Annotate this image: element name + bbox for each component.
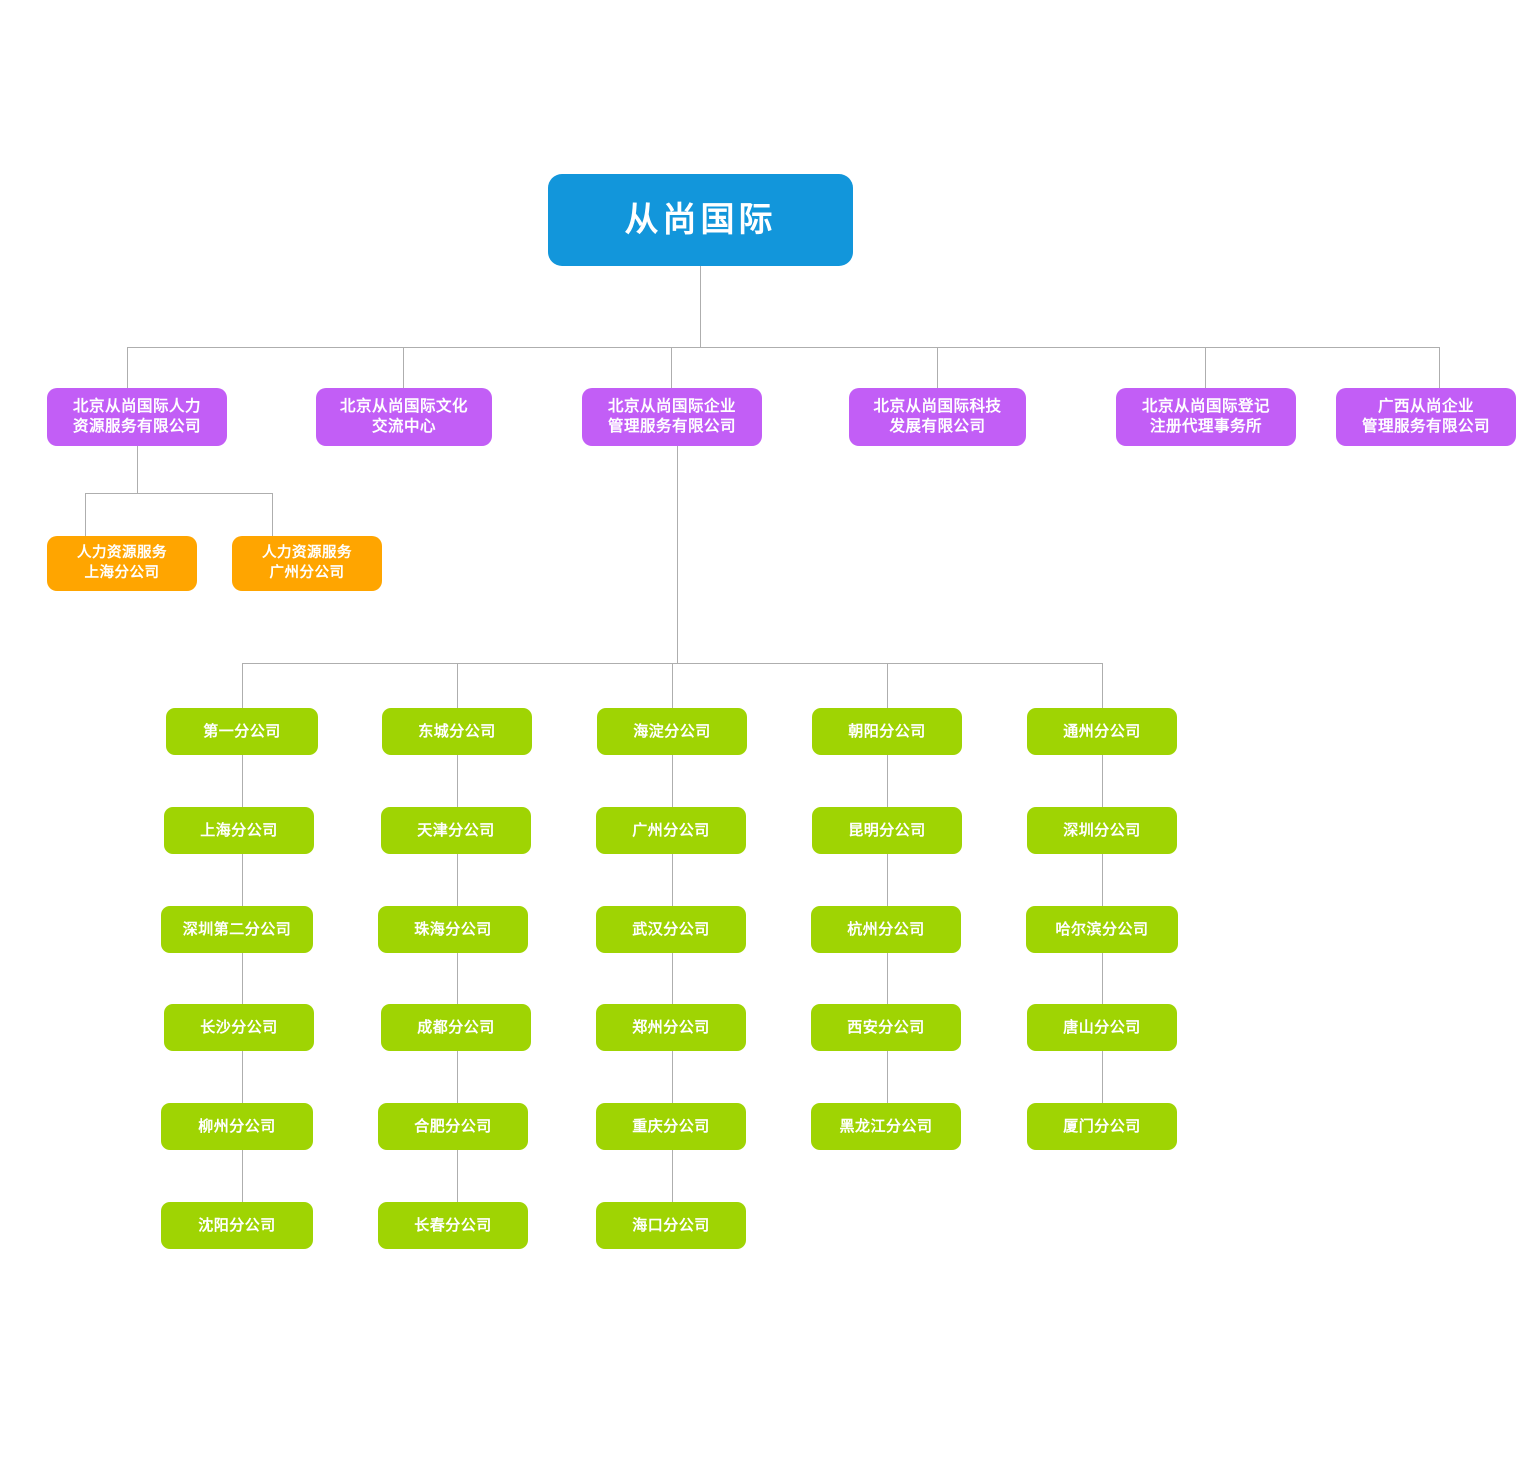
branch-node-c4-r3[interactable]: 唐山分公司 (1027, 1004, 1177, 1051)
branch-node-c0-r2[interactable]: 深圳第二分公司 (161, 906, 313, 953)
branch-node-c1-r2[interactable]: 珠海分公司 (378, 906, 528, 953)
branch-node-c3-r1[interactable]: 昆明分公司 (812, 807, 962, 854)
level1-node-guangxi-enterprise[interactable]: 广西从尚企业 管理服务有限公司 (1336, 388, 1516, 446)
branch-node-c0-r3[interactable]: 长沙分公司 (164, 1004, 314, 1051)
branch-node-c0-r0[interactable]: 第一分公司 (166, 708, 318, 755)
branch-node-c3-r4[interactable]: 黑龙江分公司 (811, 1103, 961, 1150)
connector-branch-spine-3 (887, 663, 888, 1111)
connector-branch-spine-4 (1102, 663, 1103, 1111)
level2-node-hr-guangzhou-branch[interactable]: 人力资源服务 广州分公司 (232, 536, 382, 591)
branch-node-c1-r3[interactable]: 成都分公司 (381, 1004, 531, 1051)
level1-node-culture-exchange[interactable]: 北京从尚国际文化 交流中心 (316, 388, 492, 446)
connector-level1-drop-1 (403, 347, 404, 388)
branch-node-c2-r4[interactable]: 重庆分公司 (596, 1103, 746, 1150)
connector-hr-drop-1 (272, 493, 273, 536)
branch-node-c4-r0[interactable]: 通州分公司 (1027, 708, 1177, 755)
level1-node-enterprise-management[interactable]: 北京从尚国际企业 管理服务有限公司 (582, 388, 762, 446)
branch-node-c3-r2[interactable]: 杭州分公司 (811, 906, 961, 953)
connector-root-drop (700, 266, 701, 347)
branch-node-c1-r1[interactable]: 天津分公司 (381, 807, 531, 854)
branch-node-c1-r4[interactable]: 合肥分公司 (378, 1103, 528, 1150)
branch-node-c4-r2[interactable]: 哈尔滨分公司 (1026, 906, 1178, 953)
branch-node-c2-r0[interactable]: 海淀分公司 (597, 708, 747, 755)
connector-level1-drop-2 (671, 347, 672, 388)
branch-node-c0-r4[interactable]: 柳州分公司 (161, 1103, 313, 1150)
connector-hr-drop (137, 446, 138, 493)
connector-level1-drop-0 (127, 347, 128, 388)
branch-node-c0-r5[interactable]: 沈阳分公司 (161, 1202, 313, 1249)
branch-node-c2-r3[interactable]: 郑州分公司 (596, 1004, 746, 1051)
branch-node-c3-r3[interactable]: 西安分公司 (811, 1004, 961, 1051)
level1-node-technology-development[interactable]: 北京从尚国际科技 发展有限公司 (849, 388, 1026, 446)
branch-node-c1-r5[interactable]: 长春分公司 (378, 1202, 528, 1249)
root-node-congshang-international[interactable]: 从尚国际 (548, 174, 853, 266)
connector-hr-drop-0 (85, 493, 86, 536)
connector-level1-drop-5 (1439, 347, 1440, 388)
connector-level1-bus (127, 347, 1439, 348)
connector-enterprise-drop (677, 446, 678, 663)
level1-node-hr-services[interactable]: 北京从尚国际人力 资源服务有限公司 (47, 388, 227, 446)
level1-node-registration-agency[interactable]: 北京从尚国际登记 注册代理事务所 (1116, 388, 1296, 446)
branch-node-c1-r0[interactable]: 东城分公司 (382, 708, 532, 755)
connector-hr-bus (85, 493, 273, 494)
branch-node-c3-r0[interactable]: 朝阳分公司 (812, 708, 962, 755)
connector-level1-drop-3 (937, 347, 938, 388)
branch-node-c0-r1[interactable]: 上海分公司 (164, 807, 314, 854)
branch-node-c2-r1[interactable]: 广州分公司 (596, 807, 746, 854)
branch-node-c4-r1[interactable]: 深圳分公司 (1027, 807, 1177, 854)
level2-node-hr-shanghai-branch[interactable]: 人力资源服务 上海分公司 (47, 536, 197, 591)
branch-node-c2-r2[interactable]: 武汉分公司 (596, 906, 746, 953)
connector-level1-drop-4 (1205, 347, 1206, 388)
branch-node-c4-r4[interactable]: 厦门分公司 (1027, 1103, 1177, 1150)
branch-node-c2-r5[interactable]: 海口分公司 (596, 1202, 746, 1249)
